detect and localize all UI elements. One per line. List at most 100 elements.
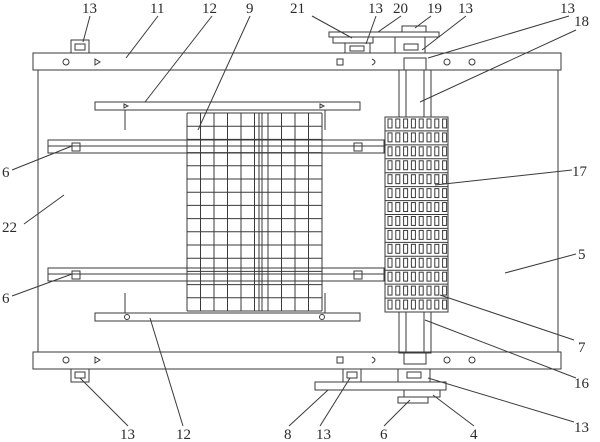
- roller-tooth: [410, 216, 416, 226]
- roller-tooth: [387, 146, 393, 157]
- roller-tooth: [387, 132, 393, 143]
- roller-tooth: [395, 243, 401, 254]
- roller-tooth: [418, 202, 424, 212]
- roller-tooth: [426, 118, 432, 129]
- roller-tooth: [410, 271, 416, 282]
- roller-tooth: [387, 160, 393, 171]
- grid-mesh: [186, 112, 323, 312]
- roller-tooth: [403, 216, 409, 226]
- label-7: 7: [578, 340, 586, 356]
- roller-tooth: [387, 216, 393, 226]
- label-13: 13: [368, 1, 383, 17]
- label-17: 17: [572, 164, 588, 180]
- roller-tooth: [434, 118, 440, 129]
- roller-tooth: [442, 243, 448, 254]
- roller-tooth: [387, 243, 393, 254]
- roller-tooth: [426, 146, 432, 157]
- roller-tooth: [403, 174, 409, 185]
- roller-tooth: [403, 202, 409, 212]
- roller-tooth: [410, 299, 416, 310]
- label-20: 20: [393, 1, 408, 17]
- label-12: 12: [202, 1, 217, 17]
- top-drive-assembly: [328, 25, 440, 54]
- roller-tooth: [434, 243, 440, 254]
- label-19: 19: [427, 1, 442, 17]
- leader-lines: [11, 15, 577, 427]
- label-8: 8: [284, 427, 292, 442]
- roller-tooth: [418, 229, 424, 240]
- roller-tooth: [395, 118, 401, 129]
- roller-tooth: [395, 174, 401, 185]
- roller-tooth: [418, 257, 424, 268]
- roller-tooth: [403, 146, 409, 157]
- roller-tooth: [442, 285, 448, 296]
- roller-tooth: [395, 202, 401, 212]
- label-9: 9: [246, 1, 254, 17]
- roller-tooth: [387, 202, 393, 212]
- label-16: 16: [574, 376, 590, 392]
- roller-tooth: [442, 216, 448, 226]
- roller-tooth: [426, 174, 432, 185]
- label-13: 13: [574, 420, 589, 436]
- label-12: 12: [176, 427, 191, 442]
- upper-slide-rods: [47, 139, 385, 154]
- roller-tooth: [442, 229, 448, 240]
- roller-tooth: [410, 257, 416, 268]
- roller-tooth: [387, 188, 393, 199]
- roller-tooth: [410, 118, 416, 129]
- label-13: 13: [316, 427, 331, 442]
- roller-tooth: [434, 299, 440, 310]
- roller-tooth: [426, 202, 432, 212]
- roller-tooth: [403, 132, 409, 143]
- roller-tooth: [387, 118, 393, 129]
- roller-tooth: [434, 257, 440, 268]
- roller-tooth: [403, 188, 409, 199]
- roller-teeth: [385, 116, 448, 313]
- roller-tooth: [426, 229, 432, 240]
- roller-tooth: [410, 202, 416, 212]
- roller-tooth: [403, 285, 409, 296]
- roller-tooth: [426, 216, 432, 226]
- roller-tooth: [418, 271, 424, 282]
- roller-tooth: [395, 146, 401, 157]
- roller-tooth: [395, 299, 401, 310]
- bottom-rail: [32, 351, 562, 370]
- roller-tooth: [410, 243, 416, 254]
- roller-tooth: [418, 132, 424, 143]
- roller-tooth: [434, 132, 440, 143]
- roller-tooth: [434, 229, 440, 240]
- roller-tooth: [387, 299, 393, 310]
- roller-tooth: [403, 118, 409, 129]
- roller-tooth: [395, 271, 401, 282]
- roller-tooth: [442, 188, 448, 199]
- roller-tooth: [410, 229, 416, 240]
- roller-tooth: [426, 243, 432, 254]
- roller-tooth: [410, 160, 416, 171]
- roller-tooth: [434, 216, 440, 226]
- roller-tooth: [418, 299, 424, 310]
- label-6: 6: [2, 165, 10, 181]
- roller-tooth: [403, 257, 409, 268]
- roller-tooth: [442, 118, 448, 129]
- upper-guide-bar: [94, 101, 361, 130]
- label-13: 13: [120, 427, 135, 442]
- roller-tooth: [442, 132, 448, 143]
- roller-tooth: [395, 216, 401, 226]
- label-18: 18: [574, 14, 589, 30]
- roller-tooth: [387, 229, 393, 240]
- roller-tooth: [426, 160, 432, 171]
- roller-tooth: [418, 174, 424, 185]
- lower-guide-bar: [94, 293, 361, 322]
- roller-tooth: [442, 299, 448, 310]
- roller-tooth: [434, 188, 440, 199]
- roller-tooth: [395, 160, 401, 171]
- roller-tooth: [418, 216, 424, 226]
- roller-tooth: [387, 271, 393, 282]
- roller-tooth: [434, 160, 440, 171]
- label-11: 11: [150, 1, 164, 17]
- roller-tooth: [426, 257, 432, 268]
- roller-tooth: [403, 271, 409, 282]
- roller-tooth: [410, 146, 416, 157]
- label-13: 13: [560, 1, 575, 17]
- bottom-drive-assembly: [314, 368, 447, 404]
